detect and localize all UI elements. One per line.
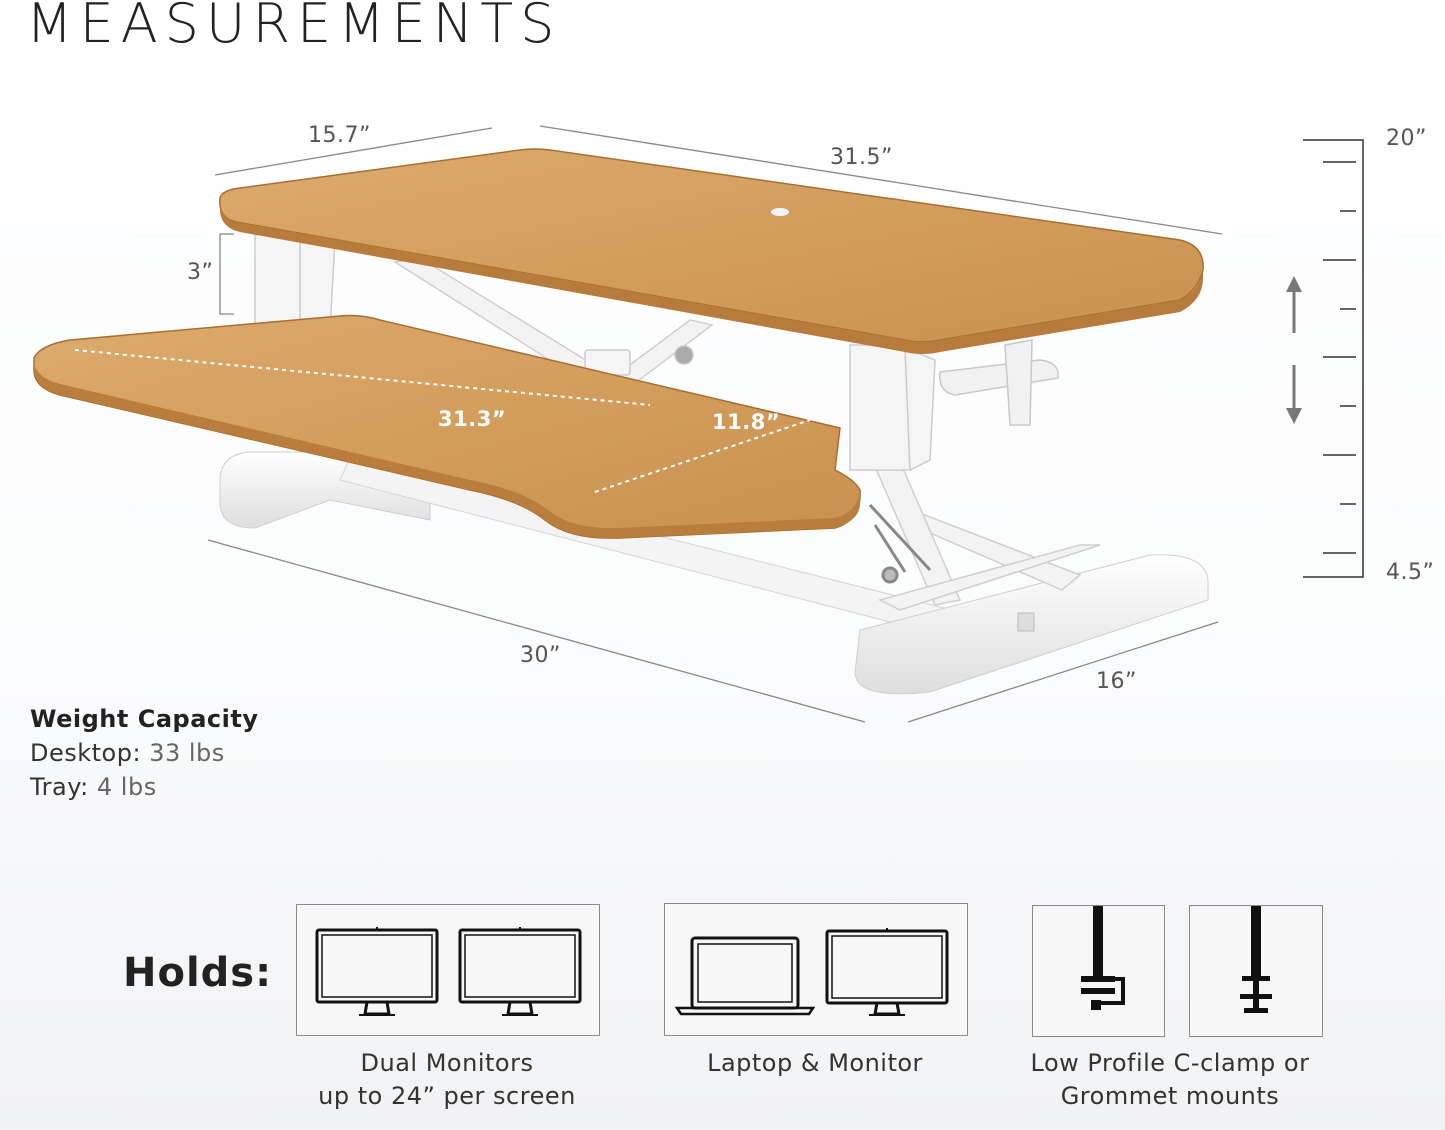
tray-capacity: Tray: 4 lbs bbox=[30, 770, 258, 804]
tray-depth-label: 11.8” bbox=[712, 410, 781, 434]
mounts-caption: Low Profile C-clamp or Grommet mounts bbox=[1010, 1047, 1330, 1113]
top-width-label: 31.5” bbox=[830, 145, 893, 170]
dual-monitors-caption: Dual Monitors up to 24” per screen bbox=[296, 1047, 598, 1113]
laptop-icon bbox=[674, 936, 816, 1016]
holds-label: Holds: bbox=[123, 950, 273, 996]
base-depth-label: 16” bbox=[1096, 669, 1137, 694]
dual-monitors-caption-line1: Dual Monitors bbox=[360, 1049, 534, 1077]
grommet-box bbox=[1189, 905, 1323, 1037]
grommet-icon bbox=[1240, 906, 1272, 1013]
desk-converter-illustration bbox=[33, 125, 1364, 723]
dimension-lines bbox=[207, 125, 1223, 723]
laptop-monitor-caption: Laptop & Monitor bbox=[664, 1047, 966, 1080]
keyboard-tray bbox=[33, 314, 861, 539]
weight-capacity: Weight Capacity Desktop: 33 lbs Tray: 4 … bbox=[30, 702, 258, 804]
dual-monitors-box bbox=[296, 904, 600, 1036]
tray-capacity-label: Tray: bbox=[30, 773, 89, 801]
monitor-icon bbox=[825, 928, 949, 1016]
tray-capacity-value: 4 lbs bbox=[96, 773, 157, 801]
height-min-label: 4.5” bbox=[1386, 560, 1435, 585]
desktop-capacity: Desktop: 33 lbs bbox=[30, 736, 258, 770]
vertical-supports bbox=[254, 229, 936, 472]
up-down-arrows-icon bbox=[1286, 276, 1302, 424]
desktop-surface bbox=[219, 148, 1204, 354]
desktop-capacity-label: Desktop: bbox=[30, 739, 142, 767]
laptop-monitor-caption-line1: Laptop & Monitor bbox=[707, 1049, 923, 1077]
height-scale bbox=[1303, 139, 1364, 578]
laptop-monitor-box bbox=[664, 903, 968, 1036]
tray-height-label: 3” bbox=[187, 260, 214, 285]
c-clamp-box bbox=[1032, 905, 1165, 1037]
desktop-capacity-value: 33 lbs bbox=[149, 739, 225, 767]
weight-capacity-heading: Weight Capacity bbox=[30, 705, 259, 733]
gas-spring bbox=[868, 503, 932, 584]
page-title: MEASUREMENTS bbox=[26, 0, 562, 55]
height-max-label: 20” bbox=[1386, 126, 1427, 151]
release-handle bbox=[674, 339, 1059, 426]
monitor-icon bbox=[458, 927, 582, 1016]
base-width-label: 30” bbox=[520, 643, 561, 668]
monitor-icon bbox=[315, 927, 439, 1016]
top-depth-label: 15.7” bbox=[308, 123, 371, 148]
dual-monitors-caption-line2: up to 24” per screen bbox=[318, 1082, 576, 1110]
c-clamp-icon bbox=[1081, 906, 1125, 1010]
mounts-caption-line2: Grommet mounts bbox=[1060, 1082, 1280, 1110]
tray-width-label: 31.3” bbox=[438, 407, 507, 431]
mounts-caption-line1: Low Profile C-clamp or bbox=[1030, 1049, 1310, 1077]
base-frame bbox=[219, 451, 1209, 695]
